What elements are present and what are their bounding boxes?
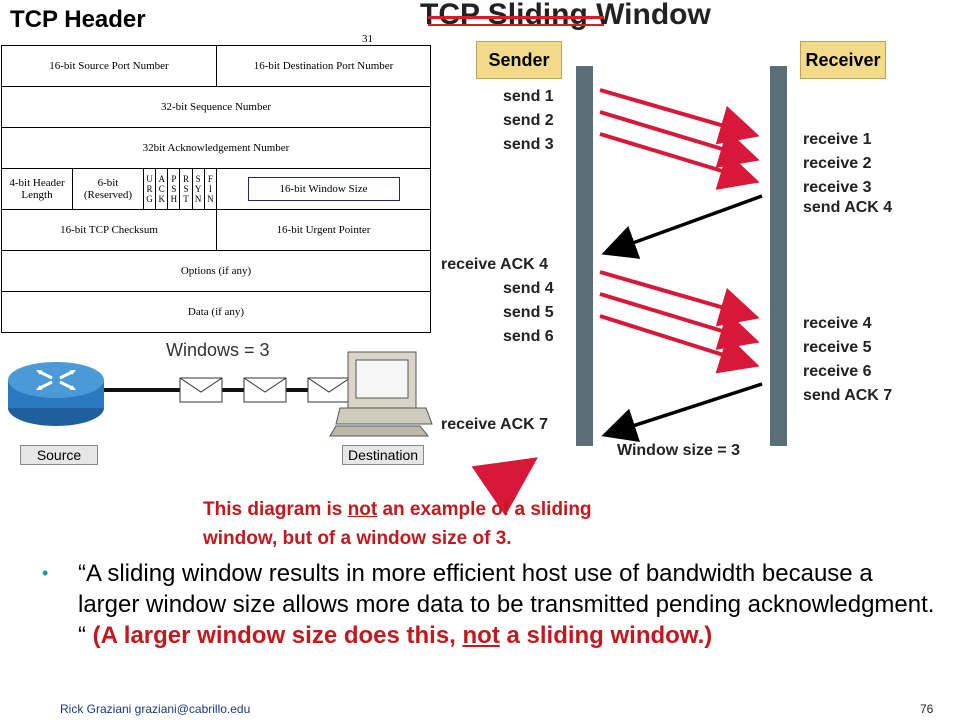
page-number: 76: [920, 702, 934, 716]
router-icon: [8, 362, 104, 426]
ack-arrow-4: [601, 194, 763, 259]
sender-box: Sender: [476, 41, 562, 79]
quote-paragraph: “A sliding window results in more effici…: [78, 558, 938, 651]
sender-label-send-6: send 6: [503, 328, 554, 345]
sender-label-send-5: send 5: [503, 304, 554, 321]
envelope-icon-2: [243, 377, 287, 403]
sender-label-send-3: send 3: [503, 136, 554, 153]
tcp-header-table: 16-bit Source Port Number 16-bit Destina…: [1, 45, 431, 333]
send-arrow-4: [599, 270, 760, 327]
reserved-field: 6-bit (Reserved): [71, 168, 144, 210]
destination-caption: Destination: [342, 445, 424, 465]
title-strikethrough-2: [428, 24, 604, 26]
quote-red-text: (A larger window size does this, not a s…: [92, 622, 713, 649]
send-arrow-3: [599, 132, 760, 190]
header-length-field: 4-bit Header Length: [1, 168, 73, 210]
red-note: This diagram is not an example of a slid…: [203, 495, 592, 553]
send-arrow-1: [599, 88, 760, 145]
ack-number-field: 32bit Acknowledgement Number: [1, 127, 431, 169]
source-caption: Source: [20, 445, 98, 465]
reserved-line1: 6-bit: [97, 177, 119, 189]
note-pointer-arrow: [471, 457, 538, 516]
sender-label-receive-ack-4: receive ACK 4: [441, 256, 549, 273]
sender-label-send-4: send 4: [503, 280, 554, 297]
urgent-pointer-field: 16-bit Urgent Pointer: [216, 209, 431, 251]
send-arrow-5: [599, 292, 760, 350]
footer-author: Rick Graziani graziani@cabrillo.edu: [60, 702, 251, 716]
window-size-highlight: 16-bit Window Size: [247, 177, 400, 201]
receiver-label-receive-6: receive 6: [803, 363, 872, 380]
data-field: Data (if any): [1, 291, 431, 333]
receiver-label-receive-3: receive 3: [803, 179, 872, 196]
note-line-2: window, but of a window size of 3.: [203, 528, 512, 549]
sequence-number-field: 32-bit Sequence Number: [1, 86, 431, 128]
receiver-label-receive-1: receive 1: [803, 131, 872, 148]
checksum-field: 16-bit TCP Checksum: [1, 209, 217, 251]
sender-timeline-bar: [576, 66, 593, 446]
header-length-line1: 4-bit Header: [9, 177, 65, 189]
receiver-timeline-bar: [770, 66, 787, 446]
envelope-icon-3: [307, 377, 351, 403]
windows-label: Windows = 3: [166, 340, 270, 360]
receiver-label-send-ack-4: send ACK 4: [803, 199, 893, 216]
source-port-field: 16-bit Source Port Number: [1, 45, 217, 87]
network-illustration: [8, 351, 433, 437]
receiver-box: Receiver: [800, 41, 886, 79]
sender-label-send-1: send 1: [503, 88, 554, 105]
receiver-label-receive-4: receive 4: [803, 315, 872, 332]
envelope-icon-1: [179, 377, 223, 403]
bit-number-31: 31: [362, 33, 373, 45]
title-strikethrough: [428, 16, 604, 19]
ack-arrow-7: [601, 382, 763, 442]
sender-label-send-2: send 2: [503, 112, 554, 129]
receiver-label-receive-5: receive 5: [803, 339, 872, 356]
receiver-label-receive-2: receive 2: [803, 155, 872, 172]
computer-icon: [329, 351, 433, 437]
window-size-label: Window size = 3: [617, 442, 740, 459]
header-length-line2: Length: [21, 189, 53, 201]
sender-label-receive-ack-7: receive ACK 7: [441, 416, 549, 433]
tcp-header-title: TCP Header: [10, 6, 146, 33]
reserved-line2: (Reserved): [83, 189, 133, 201]
send-arrow-2: [599, 110, 760, 168]
quote-text: “A sliding window results in more effici…: [78, 560, 935, 649]
bullet-icon: •: [42, 563, 49, 583]
receiver-label-send-ack-7: send ACK 7: [803, 387, 893, 404]
send-arrow-6: [599, 314, 760, 374]
note-line-1: This diagram is not an example of a slid…: [203, 499, 592, 520]
